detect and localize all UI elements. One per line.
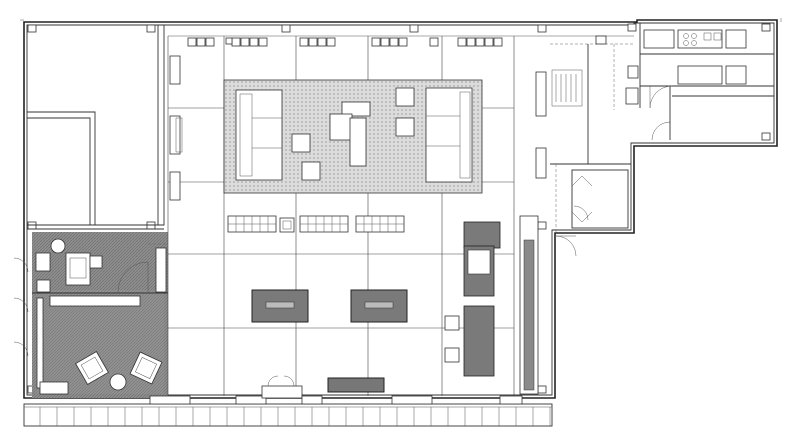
coffee-table <box>329 113 353 141</box>
desk-chair <box>35 252 51 272</box>
top-shelf-unit <box>258 37 268 47</box>
top-shelf-unit <box>240 37 250 47</box>
long-counter <box>463 305 495 377</box>
top-shelf-unit <box>187 37 197 47</box>
sink <box>625 87 639 105</box>
top-shelf-unit <box>299 37 309 47</box>
bar-stool <box>444 347 460 363</box>
bench-pedestal <box>279 217 295 233</box>
round-stool <box>50 238 66 254</box>
top-shelf-unit <box>493 37 503 47</box>
top-shelf-unit <box>205 37 215 47</box>
sliding-door <box>155 247 167 293</box>
lounge-chair <box>129 351 163 385</box>
column <box>537 385 547 394</box>
ottoman <box>301 161 321 181</box>
top-shelf-unit <box>466 37 476 47</box>
top-shelving <box>187 37 503 47</box>
top-shelf-unit <box>380 37 390 47</box>
column <box>27 221 37 230</box>
ottoman <box>291 133 311 153</box>
side-table <box>109 373 127 391</box>
top-shelf-unit <box>389 37 399 47</box>
counter-top <box>463 221 501 249</box>
exterior-walls <box>23 19 778 399</box>
column <box>146 24 156 33</box>
hanger-rack <box>551 69 583 107</box>
corner-ticks <box>20 18 782 22</box>
left-wall-items <box>169 55 547 201</box>
kitchen-cabinet <box>643 29 675 49</box>
column <box>537 24 547 33</box>
column <box>537 221 547 230</box>
display-benches <box>227 215 405 233</box>
office-room <box>13 232 168 398</box>
column <box>627 23 637 32</box>
kitchen-area <box>550 23 774 257</box>
column <box>761 132 771 141</box>
lounge-chair <box>75 351 109 385</box>
top-shelf-unit <box>308 37 318 47</box>
lounge-carpet <box>223 79 483 194</box>
coffee-table <box>341 101 371 117</box>
sofa-right <box>425 87 473 183</box>
top-shelf-unit <box>475 37 485 47</box>
top-shelf-unit <box>225 37 233 45</box>
column <box>409 24 419 33</box>
coffee-table <box>349 117 367 167</box>
window-frames <box>149 375 523 405</box>
top-shelf-unit <box>457 37 467 47</box>
top-shelf-unit <box>371 37 381 47</box>
top-shelf-unit <box>249 37 259 47</box>
entrance-step <box>261 385 303 399</box>
left-rooms <box>27 24 165 230</box>
top-shelf-unit <box>196 37 206 47</box>
console-table <box>327 377 385 393</box>
top-shelf-unit <box>484 37 494 47</box>
reception-counters <box>444 215 539 395</box>
column <box>281 24 291 33</box>
office-shelf <box>49 295 141 307</box>
column <box>27 24 37 33</box>
ottoman <box>395 87 415 107</box>
top-shelf-unit <box>231 37 241 47</box>
fridge <box>725 29 747 49</box>
column <box>761 23 771 32</box>
top-shelf-unit <box>317 37 327 47</box>
column <box>146 221 156 230</box>
kitchen-island <box>677 65 723 85</box>
bar-stool <box>444 315 460 331</box>
display-tables <box>251 289 408 393</box>
top-shelf-unit <box>398 37 408 47</box>
top-shelf-unit <box>326 37 336 47</box>
top-shelf-unit <box>429 37 439 47</box>
ottoman <box>395 117 415 137</box>
bench-pedestal-top <box>282 220 292 230</box>
terrace-deck <box>23 403 553 427</box>
sofa-left <box>235 89 283 181</box>
